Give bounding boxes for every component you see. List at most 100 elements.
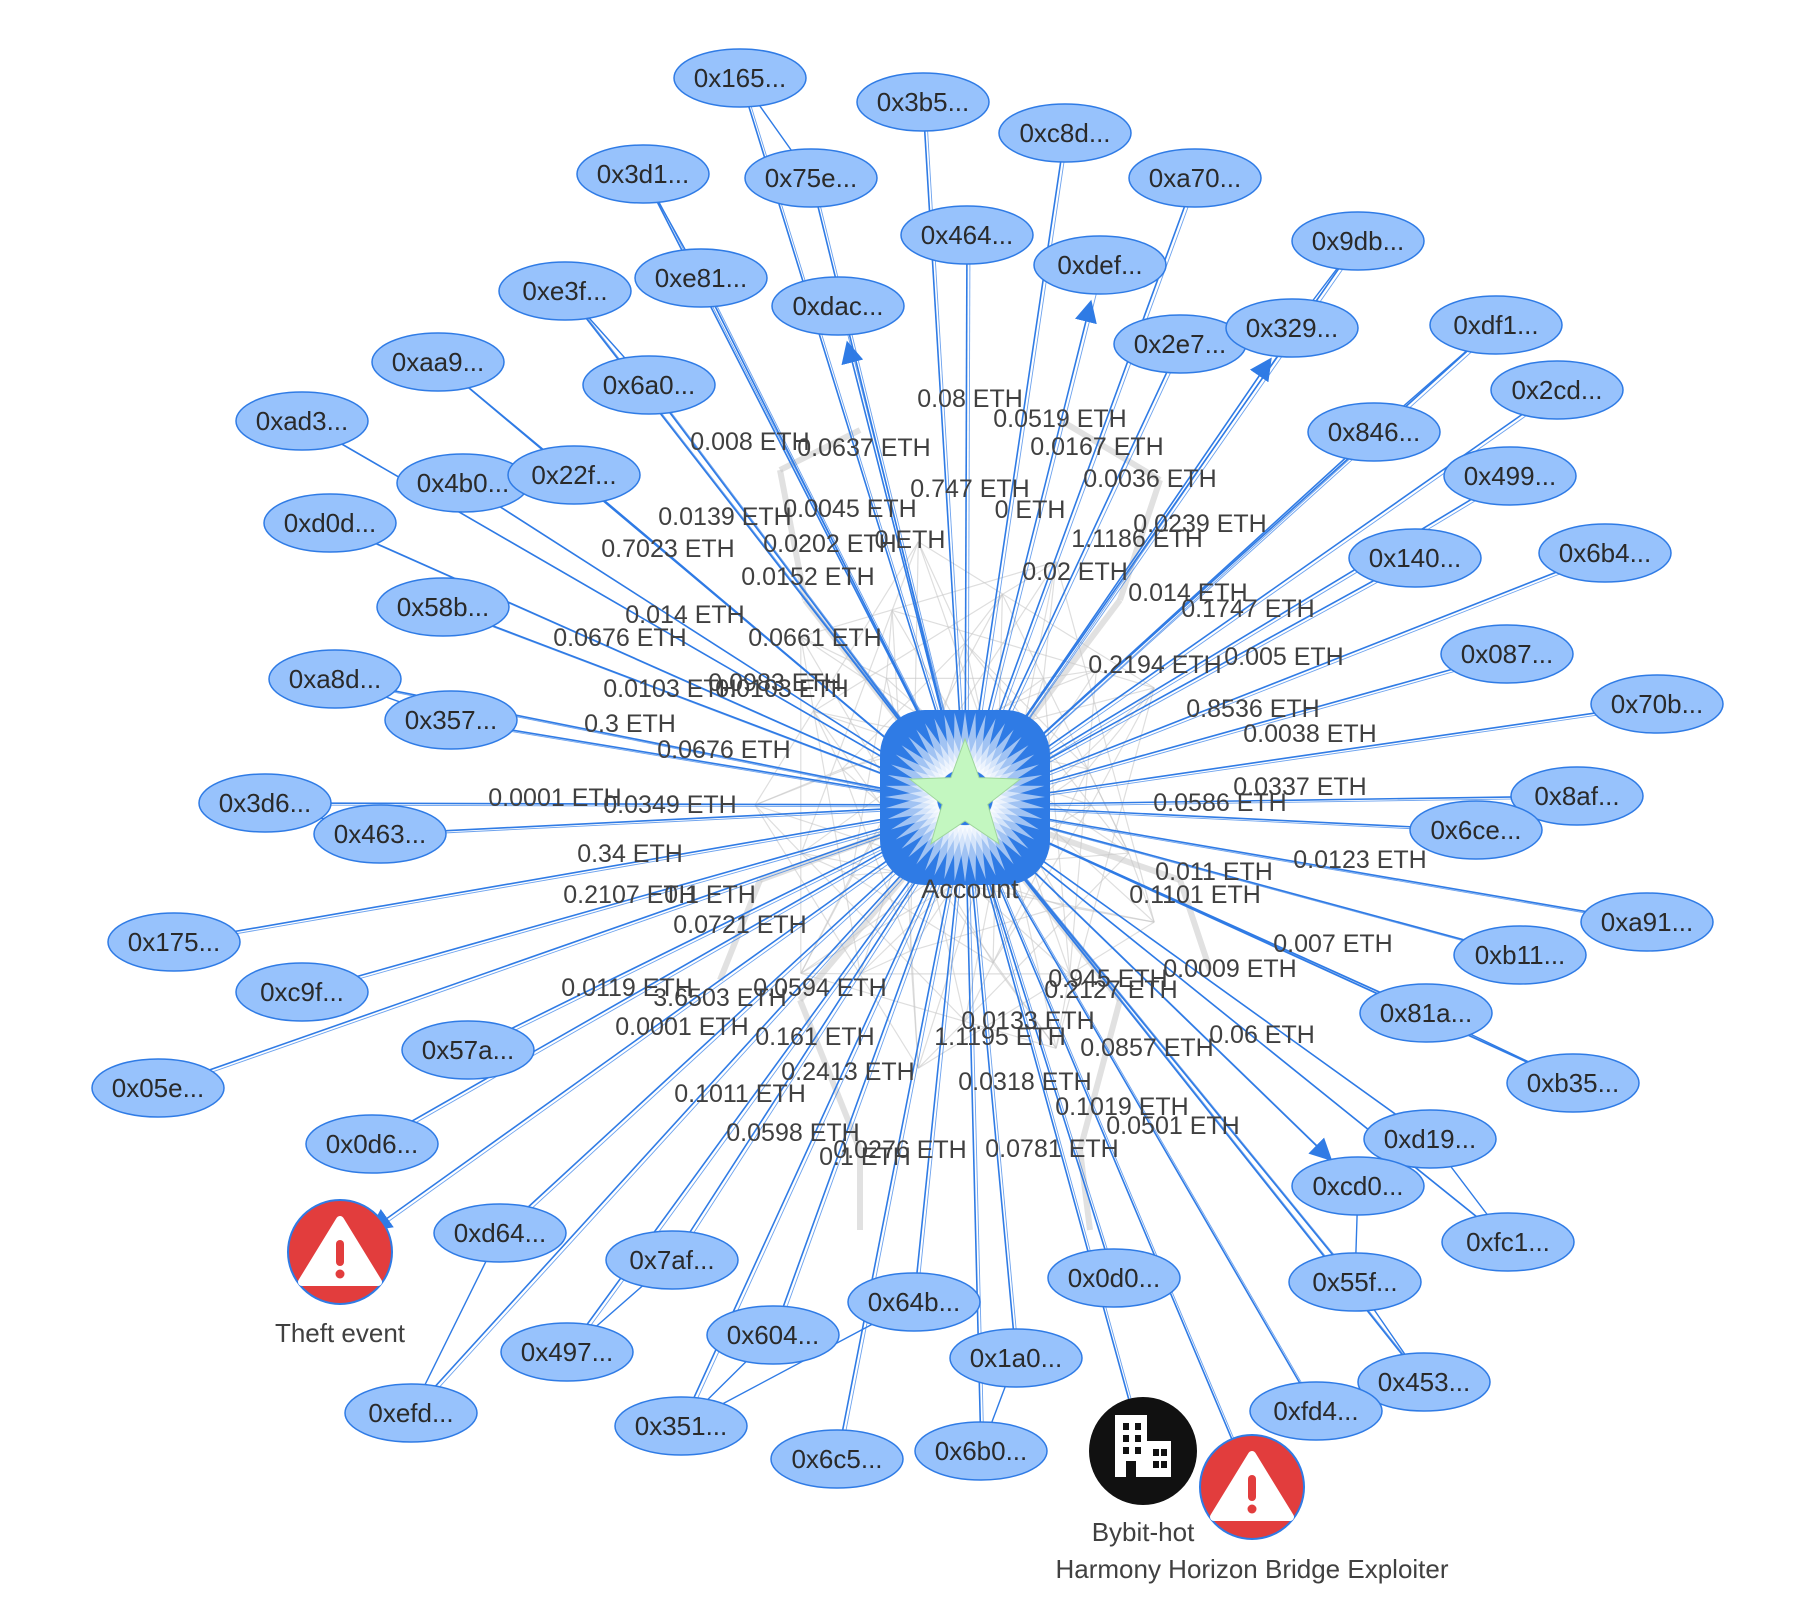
address-node-shape[interactable] <box>1453 925 1587 985</box>
address-node-shape[interactable] <box>1357 1352 1491 1412</box>
edge-n28[interactable] <box>964 653 1508 806</box>
address-node[interactable]: 0xad3... <box>235 391 369 451</box>
address-node-shape[interactable] <box>507 445 641 505</box>
address-node-shape[interactable] <box>1429 295 1563 355</box>
address-node-shape[interactable] <box>576 144 710 204</box>
address-node-shape[interactable] <box>998 103 1132 163</box>
address-node[interactable]: 0xd0d... <box>263 493 397 553</box>
address-node[interactable]: 0x464... <box>900 205 1034 265</box>
address-node[interactable]: 0x453... <box>1357 1352 1491 1412</box>
address-node[interactable]: 0xcd0... <box>1291 1156 1425 1216</box>
address-node[interactable]: 0xd64... <box>433 1203 567 1263</box>
address-node-shape[interactable] <box>500 1322 634 1382</box>
address-node-shape[interactable] <box>1490 360 1624 420</box>
address-node-shape[interactable] <box>107 912 241 972</box>
address-node[interactable]: 0x4b0... <box>396 453 530 513</box>
address-node[interactable]: 0xb11... <box>1453 925 1587 985</box>
address-node[interactable]: 0x58b... <box>376 577 510 637</box>
address-node-shape[interactable] <box>771 276 905 336</box>
address-node-shape[interactable] <box>706 1305 840 1365</box>
edge-n55[interactable] <box>964 804 1017 1359</box>
address-node[interactable]: 0x2cd... <box>1490 360 1624 420</box>
address-node-shape[interactable] <box>376 577 510 637</box>
address-node-shape[interactable] <box>1307 402 1441 462</box>
address-node-shape[interactable] <box>1359 983 1493 1043</box>
address-node[interactable]: 0x8af... <box>1510 766 1644 826</box>
address-node-shape[interactable] <box>263 493 397 553</box>
flagged-node-building[interactable]: Bybit-hot <box>1089 1397 1197 1547</box>
address-node[interactable]: 0x087... <box>1440 624 1574 684</box>
edge-n35[interactable] <box>964 804 1477 831</box>
edge-s2[interactable] <box>964 804 1144 1452</box>
edge-n53[interactable] <box>772 804 966 1336</box>
address-node[interactable]: 0xefd... <box>344 1383 478 1443</box>
address-node-shape[interactable] <box>614 1396 748 1456</box>
address-node[interactable]: 0x57a... <box>401 1020 535 1080</box>
address-node[interactable]: 0x64b... <box>847 1272 981 1332</box>
address-node-shape[interactable] <box>384 690 518 750</box>
address-node-shape[interactable] <box>1128 148 1262 208</box>
edge-n26[interactable] <box>964 552 1606 806</box>
address-node[interactable]: 0x357... <box>384 690 518 750</box>
address-node[interactable]: 0xd19... <box>1363 1109 1497 1169</box>
edge-n24[interactable] <box>329 522 966 806</box>
address-node[interactable]: 0x2e7... <box>1113 314 1247 374</box>
address-node-shape[interactable] <box>401 1020 535 1080</box>
edge-n39[interactable] <box>301 804 966 993</box>
address-node-shape[interactable] <box>1033 235 1167 295</box>
address-node[interactable]: 0xa70... <box>1128 148 1262 208</box>
address-node[interactable]: 0x165... <box>673 48 807 108</box>
edge-n48[interactable] <box>499 804 966 1234</box>
address-node[interactable]: 0x6c5... <box>770 1429 904 1489</box>
address-node-shape[interactable] <box>847 1272 981 1332</box>
address-node[interactable]: 0xdef... <box>1033 235 1167 295</box>
edge-n30[interactable] <box>964 703 1658 806</box>
address-node-shape[interactable] <box>198 773 332 833</box>
address-node-shape[interactable] <box>1590 674 1724 734</box>
edge-link[interactable] <box>410 1232 501 1414</box>
address-node-shape[interactable] <box>1510 766 1644 826</box>
address-node[interactable]: 0x6a0... <box>582 355 716 415</box>
address-node[interactable]: 0x463... <box>313 804 447 864</box>
edge-n60[interactable] <box>836 804 966 1460</box>
edge-n33[interactable] <box>964 795 1578 806</box>
address-node-shape[interactable] <box>313 804 447 864</box>
address-node-shape[interactable] <box>1580 892 1714 952</box>
address-node-shape[interactable] <box>305 1114 439 1174</box>
address-node-shape[interactable] <box>582 355 716 415</box>
edge-n45[interactable] <box>371 804 966 1145</box>
address-node[interactable]: 0xa8d... <box>268 649 402 709</box>
address-node-shape[interactable] <box>1249 1381 1383 1441</box>
address-node[interactable]: 0xb35... <box>1506 1053 1640 1113</box>
address-node[interactable]: 0xc8d... <box>998 103 1132 163</box>
address-node-shape[interactable] <box>914 1421 1048 1481</box>
address-node[interactable]: 0x81a... <box>1359 983 1493 1043</box>
address-node-shape[interactable] <box>1291 1156 1425 1216</box>
address-node[interactable]: 0x9db... <box>1291 211 1425 271</box>
address-node[interactable]: 0x0d6... <box>305 1114 439 1174</box>
edge-s3[interactable] <box>964 804 1253 1488</box>
hub-node[interactable] <box>880 710 1050 885</box>
address-node[interactable]: 0x499... <box>1443 446 1577 506</box>
address-node-shape[interactable] <box>856 72 990 132</box>
edge-n58[interactable] <box>410 804 966 1414</box>
address-node-shape[interactable] <box>673 48 807 108</box>
address-node-shape[interactable] <box>949 1328 1083 1388</box>
address-node-shape[interactable] <box>371 332 505 392</box>
address-node[interactable]: 0x6ce... <box>1409 800 1543 860</box>
edge-s1[interactable] <box>369 804 966 1232</box>
address-node-shape[interactable] <box>1443 446 1577 506</box>
address-node[interactable]: 0x70b... <box>1590 674 1724 734</box>
address-node[interactable]: 0x7af... <box>605 1230 739 1290</box>
address-node-shape[interactable] <box>1506 1053 1640 1113</box>
address-node-shape[interactable] <box>1363 1109 1497 1169</box>
address-node-shape[interactable] <box>1441 1212 1575 1272</box>
address-node[interactable]: 0x1a0... <box>949 1328 1083 1388</box>
address-node[interactable]: 0xfd4... <box>1249 1381 1383 1441</box>
address-node[interactable]: 0xaa9... <box>371 332 505 392</box>
address-node[interactable]: 0x329... <box>1225 298 1359 358</box>
address-node-shape[interactable] <box>91 1058 225 1118</box>
address-node[interactable]: 0xe81... <box>634 248 768 308</box>
address-node-shape[interactable] <box>1047 1248 1181 1308</box>
address-node[interactable]: 0x351... <box>614 1396 748 1456</box>
